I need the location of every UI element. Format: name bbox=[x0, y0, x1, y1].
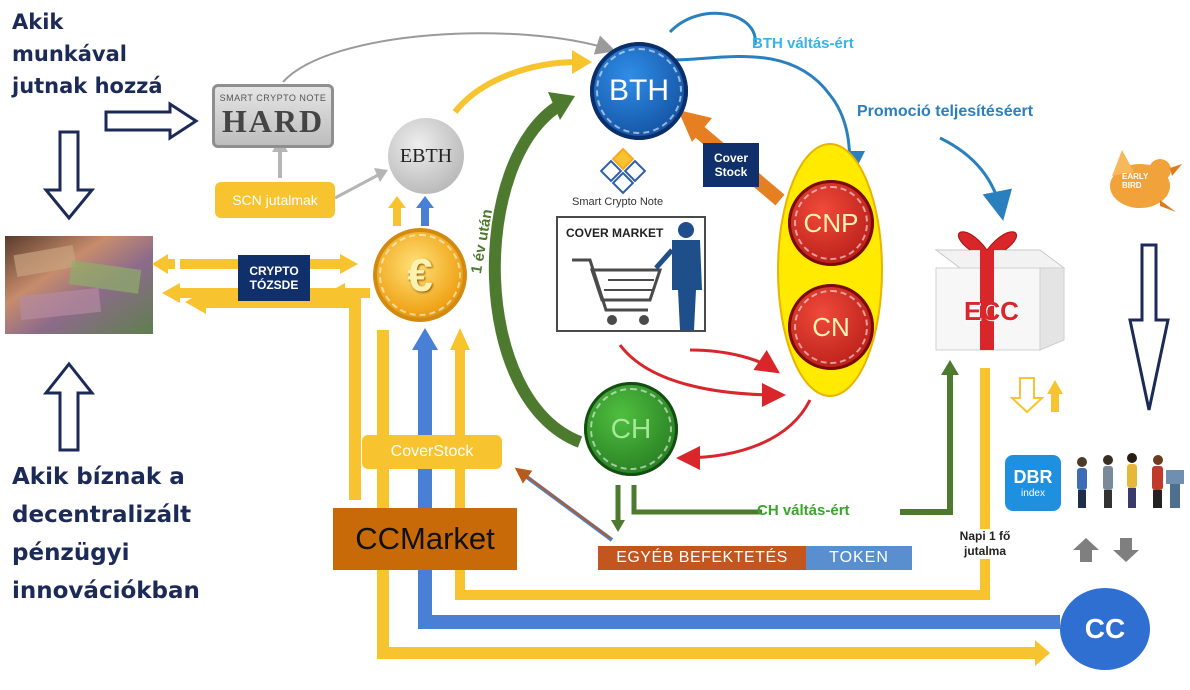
bth-valtas-label: BTH váltás-ért bbox=[752, 35, 854, 52]
bottom-left-line-1: Akik bíznak a bbox=[12, 464, 185, 490]
top-left-line-2: munkával bbox=[12, 42, 127, 66]
ccmarket-box: CCMarket bbox=[333, 508, 517, 570]
top-left-line-3: jutnak hozzá bbox=[12, 74, 163, 98]
egyeb-box: EGYÉB BEFEKTETÉS bbox=[598, 546, 806, 570]
ch-label: CH bbox=[610, 413, 652, 444]
top-left-line-1: Akik bbox=[12, 10, 64, 34]
crypto-tozsde-line-1: CRYPTO bbox=[249, 264, 299, 278]
bottom-left-line-4: innovációkban bbox=[12, 578, 200, 604]
cover-stock-dark-line-2: Stock bbox=[714, 165, 748, 179]
ebth-to-bth-arrow bbox=[452, 50, 592, 114]
money-image bbox=[5, 236, 153, 334]
hard-badge: SMART CRYPTO NOTE HARD bbox=[212, 84, 334, 148]
early-bird-line-2: BIRD bbox=[1122, 181, 1142, 190]
token-label: TOKEN bbox=[829, 549, 889, 566]
outline-arrows bbox=[42, 101, 1170, 452]
bottom-left-line-3: pénzügyi bbox=[12, 540, 130, 566]
scn-jutalmak-label: SCN jutalmak bbox=[232, 192, 318, 208]
ch-coin: CH bbox=[584, 382, 678, 476]
scn-jutalmak-badge: SCN jutalmak bbox=[215, 182, 335, 218]
teal-arrows bbox=[668, 11, 1012, 221]
dbr-sub: index bbox=[1021, 488, 1045, 499]
ecc-label: ECC bbox=[964, 296, 1019, 326]
ch-valtas-label: CH váltás-ért bbox=[757, 502, 850, 519]
coin-ebth-arrows bbox=[388, 196, 434, 226]
crypto-tozsde-box: CRYPTO TÓZSDE bbox=[238, 255, 310, 301]
early-bird-image bbox=[1110, 150, 1182, 212]
cnp-coin-ring bbox=[794, 186, 868, 260]
dbr-index-box: DBR index bbox=[1005, 455, 1061, 511]
bth-coin-ring bbox=[596, 48, 682, 134]
hard-badge-top: SMART CRYPTO NOTE bbox=[219, 92, 327, 103]
cn-coin-ring bbox=[794, 290, 868, 364]
dbr-gray-arrows bbox=[1073, 538, 1139, 562]
top-left-text: Akik munkával jutnak hozzá bbox=[12, 6, 163, 102]
egyeb-label: EGYÉB BEFEKTETÉS bbox=[616, 549, 788, 566]
cnp-label: CNP bbox=[803, 207, 859, 238]
napi-label: Napi 1 fő jutalma bbox=[950, 529, 1020, 559]
crypto-tozsde-line-2: TÓZSDE bbox=[249, 278, 299, 292]
promocio-label: Promoció teljesítéséert bbox=[857, 103, 1034, 120]
cart-illustration bbox=[572, 222, 702, 330]
cn-coin: CN bbox=[788, 284, 874, 370]
cnp-coin: CNP bbox=[788, 180, 874, 266]
ebth-coin: EBTH bbox=[388, 118, 464, 194]
hard-badge-main: HARD bbox=[221, 102, 325, 139]
bottom-left-text: Akik bíznak a decentralizált pénzügyi in… bbox=[12, 458, 200, 610]
brown-arrow bbox=[514, 467, 614, 542]
cover-market-panel: COVER MARKET bbox=[556, 216, 706, 332]
ecc-yellow-arrow bbox=[1047, 380, 1063, 412]
ccmarket-label: CCMarket bbox=[355, 521, 495, 556]
cover-market-title: COVER MARKET bbox=[566, 226, 664, 240]
cc-label: CC bbox=[1084, 613, 1126, 644]
scn-logo-text: Smart Crypto Note bbox=[572, 196, 664, 208]
bth-label: BTH bbox=[609, 74, 669, 107]
ebth-label: EBTH bbox=[399, 144, 453, 167]
dbr-title: DBR bbox=[1013, 467, 1053, 487]
red-arrows bbox=[618, 344, 812, 470]
cc-circle: CC bbox=[1060, 588, 1150, 670]
people-queue-image bbox=[1077, 453, 1184, 508]
scn-logo-image bbox=[599, 147, 647, 195]
cover-coin: € bbox=[373, 228, 467, 322]
bth-coin: BTH bbox=[590, 42, 688, 140]
green-bottom-arrows bbox=[611, 360, 959, 532]
cover-coin-ring bbox=[379, 234, 461, 316]
early-bird-text: EARLY BIRD bbox=[1122, 172, 1148, 190]
gift-box bbox=[934, 231, 1066, 351]
early-bird-line-1: EARLY bbox=[1122, 172, 1149, 181]
coverstock-box: CoverStock bbox=[362, 435, 502, 469]
green-arc bbox=[488, 92, 583, 448]
cn-label: CN bbox=[812, 311, 850, 342]
cover-stock-dark-box: Cover Stock bbox=[703, 143, 759, 187]
napi-line-2: jutalma bbox=[963, 544, 1006, 558]
token-box: TOKEN bbox=[806, 546, 912, 570]
napi-line-1: Napi 1 fő bbox=[959, 529, 1011, 543]
bottom-left-line-2: decentralizált bbox=[12, 502, 192, 528]
coverstock-label: CoverStock bbox=[390, 443, 474, 460]
cover-coin-symbol: € bbox=[407, 249, 433, 301]
ch-coin-ring bbox=[590, 388, 672, 470]
cover-stock-dark-line-1: Cover bbox=[713, 151, 748, 165]
